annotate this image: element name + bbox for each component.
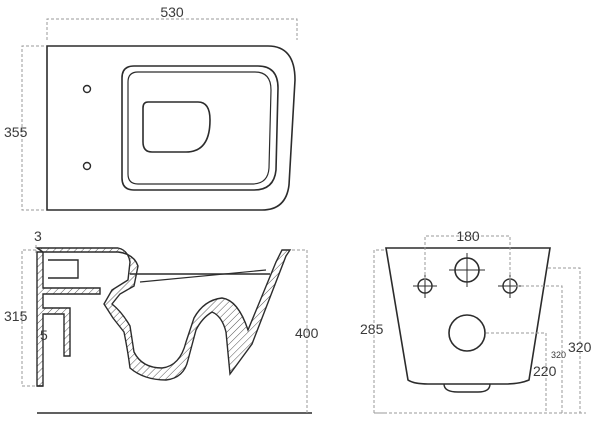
top-view-width-dim-line: [46, 18, 298, 40]
top-view-depth-dim-line: [21, 45, 44, 211]
top-view-bowl-opening: [142, 101, 211, 153]
back-view-body-outline: [385, 247, 551, 385]
top-view-body-outline: [46, 45, 296, 211]
back-view-bolt-spacing-dim-line: [424, 235, 511, 280]
top-view-mount-hole-upper: [82, 84, 92, 94]
back-view-outlet: [448, 314, 486, 352]
top-view-rim-outer: [121, 65, 279, 191]
side-view-inlet-dim-line: [21, 249, 36, 387]
back-view-outlet-height-dim: 320: [568, 339, 592, 355]
side-view-inlet-dim: 315: [4, 308, 28, 324]
side-view: 3 315 5 400: [4, 228, 319, 414]
back-view-outlet-center-dim: 220: [533, 363, 557, 379]
back-view-bolt-spacing-dim: 180: [456, 228, 480, 244]
top-view-mount-hole-lower: [82, 161, 92, 171]
back-view-bolt-height-dim: 285: [360, 321, 384, 337]
back-view: 180 285 320 320 220: [360, 228, 592, 414]
back-view-outlet-height-small-dim: 320: [551, 350, 566, 360]
top-view-width-dim: 530: [160, 4, 184, 20]
side-view-height-dim-line: [292, 249, 308, 413]
side-view-height-dim: 400: [295, 325, 319, 341]
side-view-section: [34, 247, 292, 387]
back-view-right-dim-lines: [374, 267, 586, 414]
side-view-wall-dim: 3: [34, 228, 42, 244]
side-view-bowl-inner: [139, 269, 267, 283]
top-view-rim-inner: [127, 71, 272, 185]
back-view-inlet: [449, 253, 485, 287]
back-view-bolt-height-dim-line: [373, 249, 386, 414]
side-view-outlet-dim: 5: [40, 327, 48, 343]
side-view-flush-inlet: [48, 259, 79, 279]
top-view-depth-dim: 355: [4, 124, 28, 140]
top-view: 530 355: [4, 4, 298, 211]
back-view-outlet-bottom: [443, 383, 491, 393]
